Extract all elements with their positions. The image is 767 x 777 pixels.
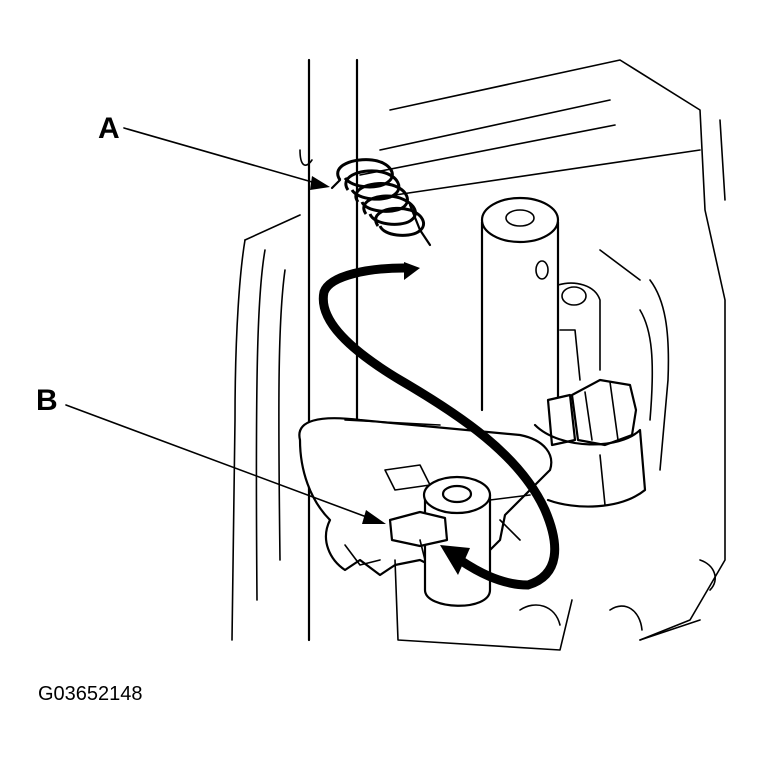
spring-icon: [330, 158, 432, 247]
callout-b-leader: [65, 404, 381, 523]
callout-label-a: A: [98, 112, 120, 145]
figure-id: G03652148: [38, 683, 143, 705]
callout-a-arrowhead: [310, 176, 330, 190]
bolt-bracket: [533, 378, 647, 508]
callout-b-arrowhead: [362, 510, 386, 524]
rotation-arrow-icon: [318, 262, 560, 590]
callout-a-leader: [123, 127, 327, 187]
cylindrical-post: [480, 196, 601, 412]
callout-label-b: B: [36, 384, 58, 417]
lower-block: [394, 559, 716, 651]
housing-casting: [231, 59, 726, 641]
